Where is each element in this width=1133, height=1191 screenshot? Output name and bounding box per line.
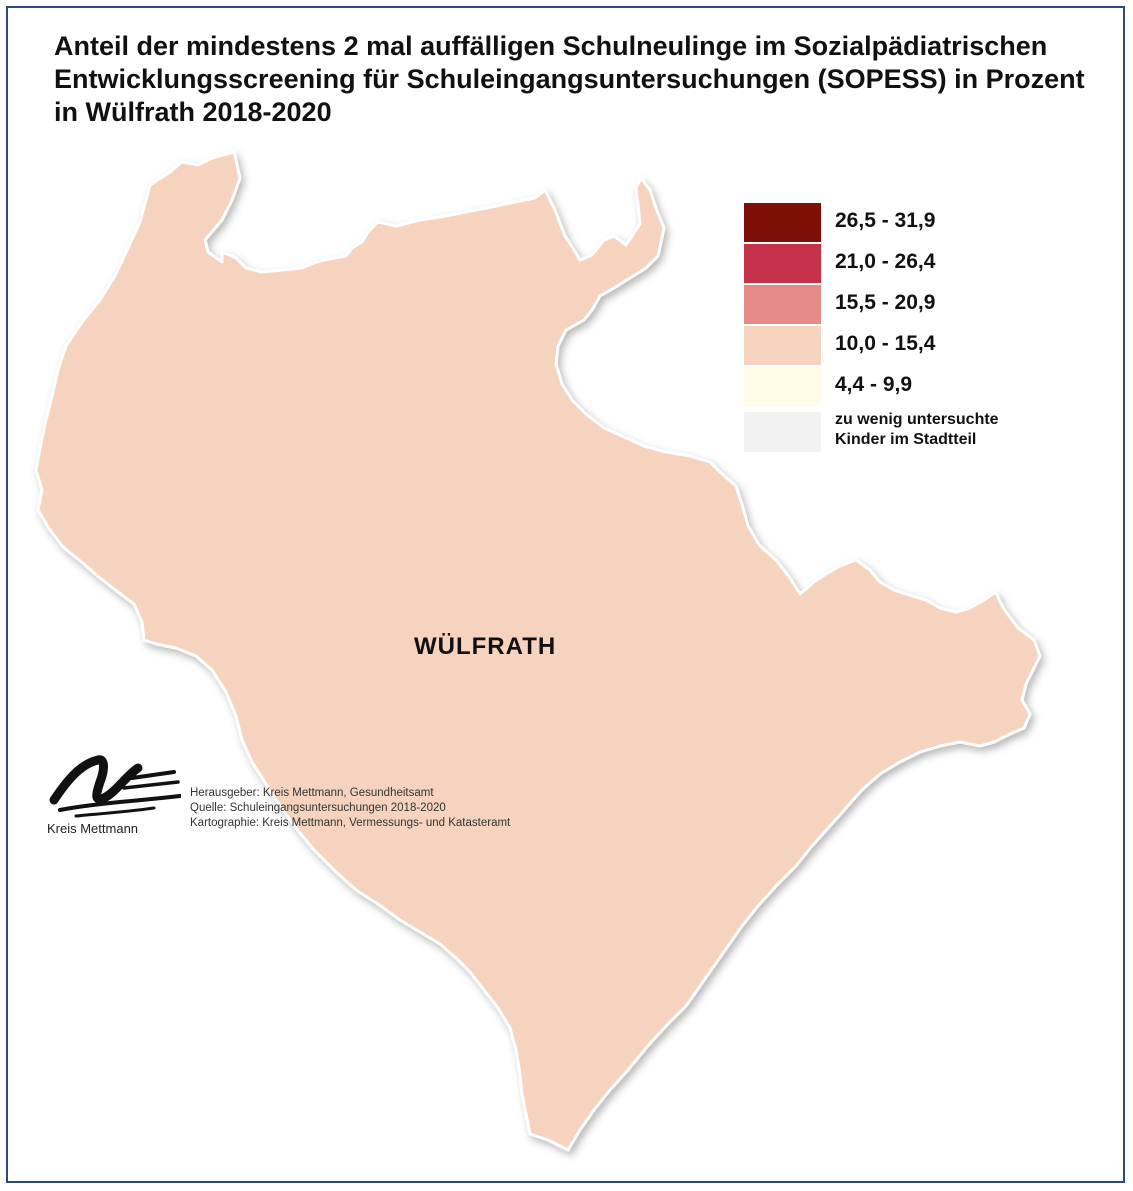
logo-text: Kreis Mettmann	[47, 821, 139, 836]
map-legend: 26,5 - 31,9 21,0 - 26,4 15,5 - 20,9 10,0…	[744, 203, 1104, 456]
legend-no-data-line-2: Kinder im Stadtteil	[835, 431, 977, 448]
legend-label-no-data: zu wenig untersuchte Kinder im Stadtteil	[835, 410, 999, 450]
district-wuelfrath[interactable]	[34, 150, 1042, 1152]
legend-no-data-line-1: zu wenig untersuchte	[835, 411, 999, 428]
legend-item-no-data: zu wenig untersuchte Kinder im Stadtteil	[744, 408, 1104, 456]
district-label: WÜLFRATH	[414, 633, 557, 660]
legend-swatch-1	[744, 203, 821, 242]
legend-label-1: 26,5 - 31,9	[835, 209, 936, 232]
credits-publisher: Herausgeber: Kreis Mettmann, Gesundheits…	[190, 787, 434, 799]
map-title-line-3: in Wülfrath 2018-2020	[54, 97, 332, 127]
map-credits: Herausgeber: Kreis Mettmann, Gesundheits…	[190, 786, 510, 831]
legend-swatch-no-data	[744, 412, 821, 452]
legend-swatch-2	[744, 244, 821, 283]
legend-label-4: 10,0 - 15,4	[835, 332, 936, 355]
legend-label-5: 4,4 - 9,9	[835, 373, 913, 396]
legend-swatch-5	[744, 367, 821, 406]
legend-label-3: 15,5 - 20,9	[835, 291, 936, 314]
legend-item-3: 15,5 - 20,9	[744, 285, 1104, 326]
map-title: Anteil der mindestens 2 mal auffälligen …	[54, 30, 1114, 129]
legend-item-4: 10,0 - 15,4	[744, 326, 1104, 367]
legend-label-2: 21,0 - 26,4	[835, 250, 936, 273]
kreis-mettmann-logo-icon	[49, 755, 181, 818]
legend-swatch-3	[744, 285, 821, 324]
legend-item-5: 4,4 - 9,9	[744, 367, 1104, 408]
legend-swatch-4	[744, 326, 821, 365]
map-title-line-2: Entwicklungsscreening für Schuleingangsu…	[54, 64, 1085, 94]
legend-item-1: 26,5 - 31,9	[744, 203, 1104, 244]
credits-cartography: Kartographie: Kreis Mettmann, Vermessung…	[190, 817, 511, 829]
map-title-line-1: Anteil der mindestens 2 mal auffälligen …	[54, 31, 1048, 61]
credits-source: Quelle: Schuleingangsuntersuchungen 2018…	[190, 802, 446, 814]
legend-item-2: 21,0 - 26,4	[744, 244, 1104, 285]
